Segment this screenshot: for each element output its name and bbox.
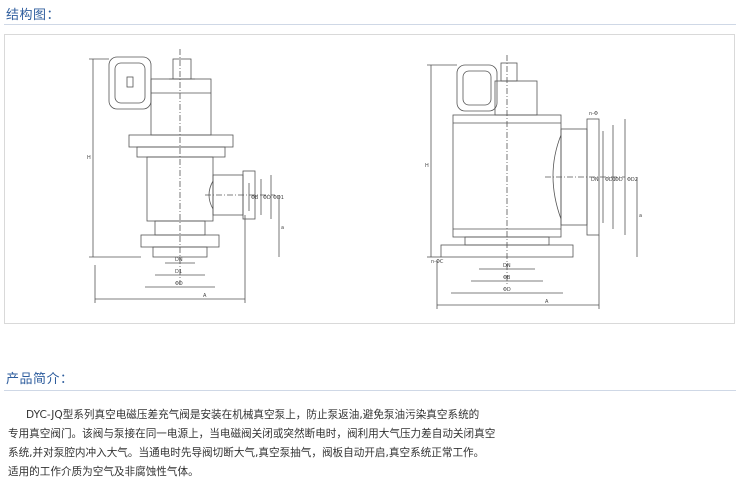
intro-paragraph: DYC-JQ型系列真空电磁压差充气阀是安装在机械真空泵上，防止泵返油,避免泵油污… xyxy=(8,406,728,482)
structure-heading: 结构图： xyxy=(6,8,61,23)
right-height2-label: a xyxy=(639,213,642,219)
left-dn-label: DN xyxy=(175,257,183,263)
intro-line-3: 系统,并对泵腔内冲入大气。当通电时先导阀切断大气,真空泵抽气，阀板自动开启,真空… xyxy=(8,447,485,459)
right-d1-label: ΦD1 xyxy=(605,177,616,183)
right-bottom-dn-label: DN xyxy=(503,263,511,269)
left-right-height-label: a xyxy=(281,225,284,231)
right-flange-left-label: n-ΦC xyxy=(431,259,444,265)
right-dn-label: DN xyxy=(591,177,599,183)
left-pipe-small-label: ΦB xyxy=(251,195,259,201)
right-bottom2-label: ΦD xyxy=(503,287,511,293)
left-pipe-inner-label: ΦD xyxy=(263,195,271,201)
left-valve-drawing xyxy=(89,49,280,303)
right-valve-drawing xyxy=(427,55,638,309)
left-bottom2-label: ΦD xyxy=(175,281,183,287)
right-d2-label: ΦD xyxy=(615,177,623,183)
left-height-label: H xyxy=(87,155,91,161)
left-width-label: A xyxy=(203,293,207,299)
intro-line-1: DYC-JQ型系列真空电磁压差充气阀是安装在机械真空泵上，防止泵返油,避免泵油污… xyxy=(26,409,480,421)
right-bottom1-label: ΦB xyxy=(503,275,511,281)
intro-line-2: 专用真空阀门。该阀与泵接在同一电源上，当电磁阀关闭或突然断电时，阀利用大气压力差… xyxy=(8,428,496,440)
right-d3-label: ΦD2 xyxy=(627,177,638,183)
intro-divider xyxy=(4,390,736,391)
left-bottom1-label: D1 xyxy=(175,269,182,275)
intro-line-4: 适用的工作介质为空气及非腐蚀性气体。 xyxy=(8,466,199,478)
right-width-label: A xyxy=(545,299,549,305)
left-pipe-outer-label: ΦD1 xyxy=(273,195,284,201)
intro-heading: 产品简介： xyxy=(6,372,74,387)
technical-drawing: H ΦB ΦD ΦD1 a DN D1 ΦD A H n-Φ DN ΦD1 ΦD… xyxy=(87,49,642,309)
right-height-label: H xyxy=(425,163,429,169)
right-top-mark-label: n-Φ xyxy=(589,111,598,117)
heading-divider xyxy=(4,24,736,25)
structure-drawing: H ΦB ΦD ΦD1 a DN D1 ΦD A H n-Φ DN ΦD1 ΦD… xyxy=(4,34,735,324)
